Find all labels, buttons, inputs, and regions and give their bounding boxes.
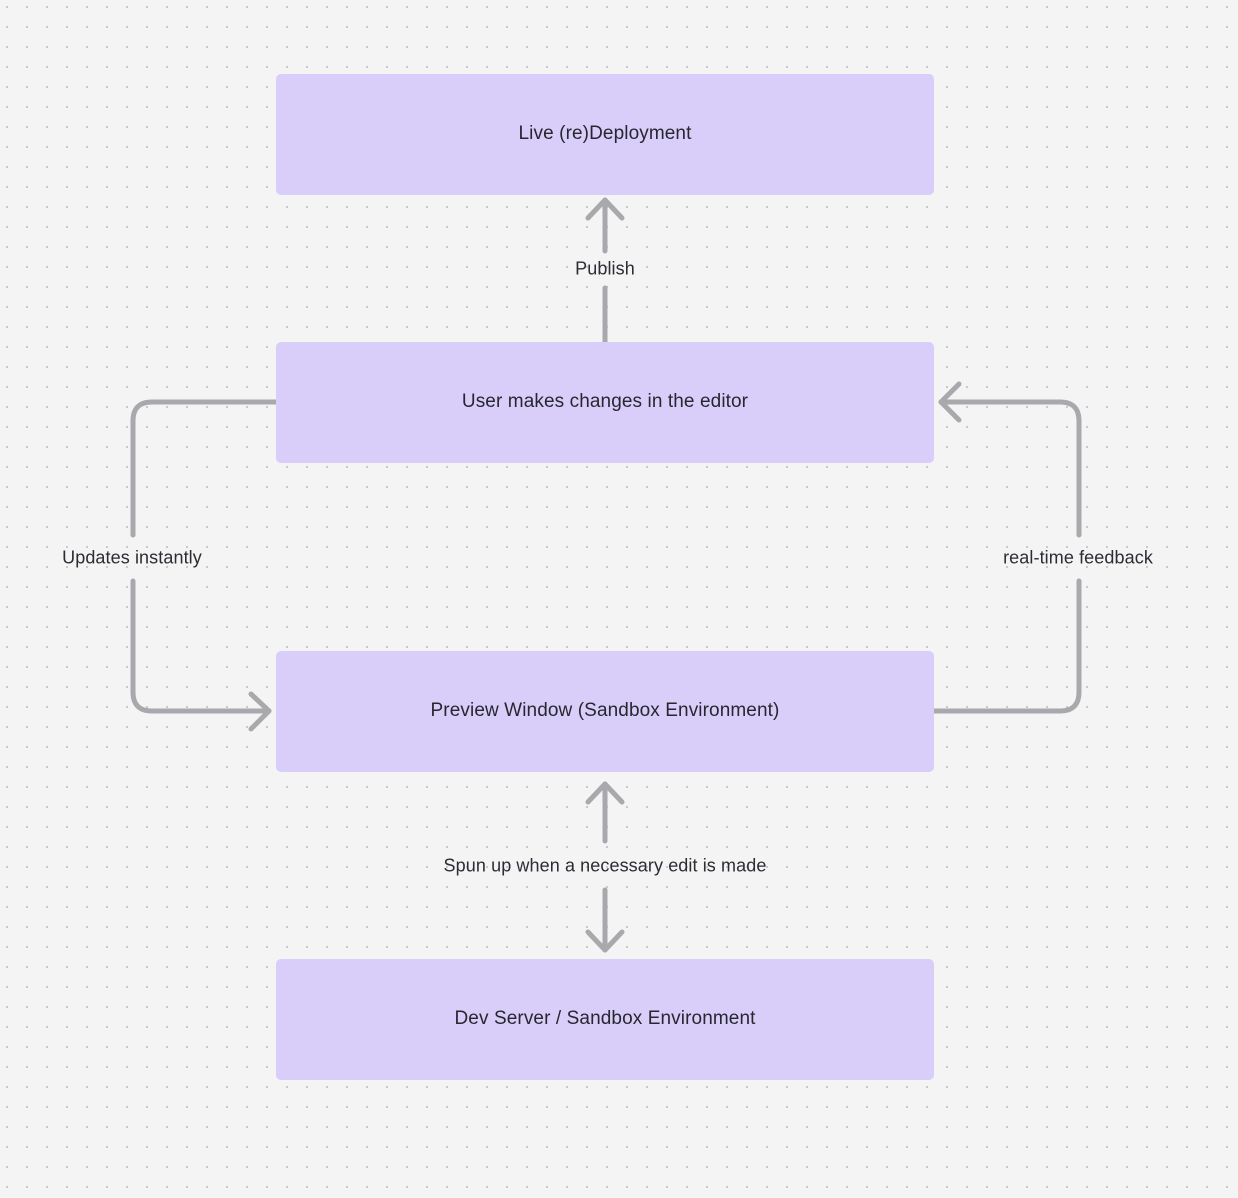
edge-label-spun-up: Spun up when a necessary edit is made [443, 855, 767, 876]
edge-realtime-lower-segment [931, 578, 1082, 714]
arrowhead-down-icon [585, 929, 625, 953]
arrowhead-right-icon [248, 691, 272, 732]
edge-updates-upper-segment [130, 399, 279, 538]
node-user-makes-changes[interactable]: User makes changes in the editor [276, 342, 934, 463]
node-dev-server[interactable]: Dev Server / Sandbox Environment [276, 959, 934, 1080]
node-preview-window-label: Preview Window (Sandbox Environment) [430, 700, 780, 722]
arrowhead-up-icon [585, 197, 625, 221]
arrowhead-up-icon [585, 781, 625, 805]
edge-updates-lower-segment [130, 578, 272, 714]
arrowhead-left-icon [938, 381, 962, 423]
edge-realtime-upper-segment [938, 399, 1082, 538]
edge-publish [585, 197, 625, 345]
edge-updates-instantly [130, 399, 279, 732]
node-dev-server-label: Dev Server / Sandbox Environment [454, 1008, 756, 1030]
node-user-makes-changes-label: User makes changes in the editor [461, 391, 749, 413]
node-live-redeployment-label: Live (re)Deployment [518, 123, 692, 145]
node-live-redeployment[interactable]: Live (re)Deployment [276, 74, 934, 195]
node-preview-window[interactable]: Preview Window (Sandbox Environment) [276, 651, 934, 772]
edge-label-publish: Publish [575, 258, 635, 279]
edge-label-updates-instantly: Updates instantly [62, 547, 202, 568]
edge-label-real-time-feedback: real-time feedback [1003, 547, 1153, 568]
edge-real-time-feedback [931, 381, 1082, 714]
edge-spun-up [585, 781, 625, 953]
